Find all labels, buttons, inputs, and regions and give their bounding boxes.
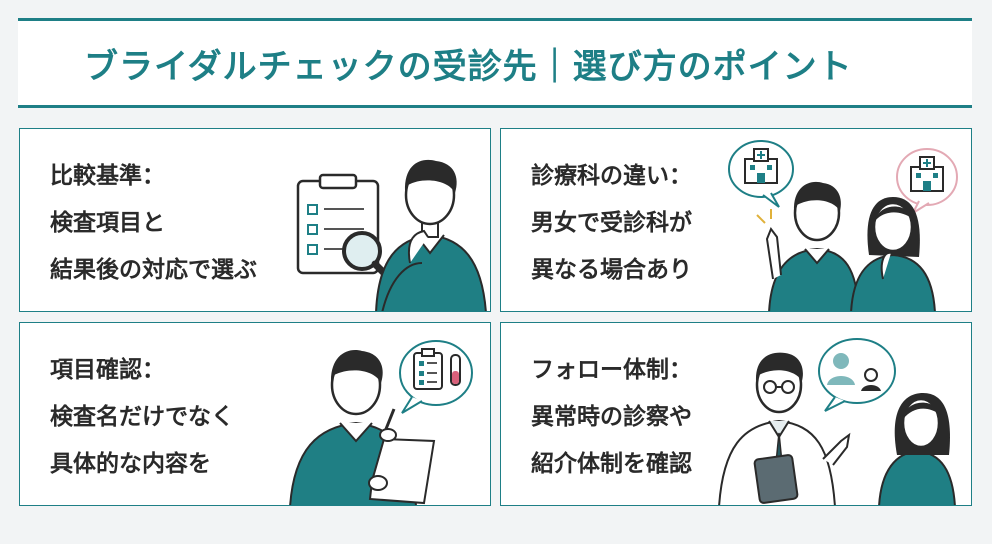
card-heading: 比較基準： <box>50 163 165 189</box>
woman-figure <box>878 393 956 505</box>
clipboard-icon <box>399 340 473 414</box>
card-line-2: 結果後の対応で選ぶ <box>50 257 257 283</box>
page-title: ブライダルチェックの受診先｜選び方のポイント <box>84 46 853 87</box>
card-line-2: 具体的な内容を <box>50 451 211 477</box>
card-line-2: 紹介体制を確認 <box>531 451 692 477</box>
header-banner: ブライダルチェックの受診先｜選び方のポイント <box>18 18 972 108</box>
tablet-icon <box>753 454 799 504</box>
card-comparison-criteria: 比較基準： 検査項目と 結果後の対応で選ぶ <box>19 128 491 312</box>
man-figure <box>375 159 487 311</box>
card-line-2: 異なる場合あり <box>531 257 692 283</box>
man-figure <box>756 181 860 311</box>
card-text: 項目確認： 検査名だけでなく 具体的な内容を <box>50 347 234 488</box>
person-icon <box>818 338 896 412</box>
card-text: 診療科の違い： 男女で受診科が 異なる場合あり <box>531 153 692 294</box>
card-text: フォロー体制： 異常時の診察や 紹介体制を確認 <box>531 347 692 488</box>
thinking-man-illustration <box>296 159 487 311</box>
card-department-difference: 診療科の違い： 男女で受診科が 異なる場合あり <box>500 128 972 312</box>
man-figure <box>289 350 436 505</box>
couple-illustration <box>728 140 958 311</box>
card-heading: 診療科の違い： <box>531 163 692 189</box>
doctor-figure <box>718 352 851 505</box>
hospital-icon <box>728 140 794 208</box>
test-tube-icon <box>450 354 461 386</box>
card-item-confirmation: 項目確認： 検査名だけでなく 具体的な内容を <box>19 322 491 506</box>
card-text: 比較基準： 検査項目と 結果後の対応で選ぶ <box>50 153 257 294</box>
card-follow-up-system: フォロー体制： 異常時の診察や 紹介体制を確認 <box>500 322 972 506</box>
card-line-1: 男女で受診科が <box>531 210 692 236</box>
hospital-icon <box>896 148 958 216</box>
card-line-1: 検査名だけでなく <box>50 404 234 430</box>
woman-figure <box>850 197 936 311</box>
doctor-patient-illustration <box>718 338 956 505</box>
man-with-document-illustration <box>289 340 473 505</box>
card-line-1: 異常時の診察や <box>531 404 692 430</box>
card-line-1: 検査項目と <box>50 210 165 236</box>
card-heading: フォロー体制： <box>531 357 692 383</box>
card-heading: 項目確認： <box>50 357 165 383</box>
